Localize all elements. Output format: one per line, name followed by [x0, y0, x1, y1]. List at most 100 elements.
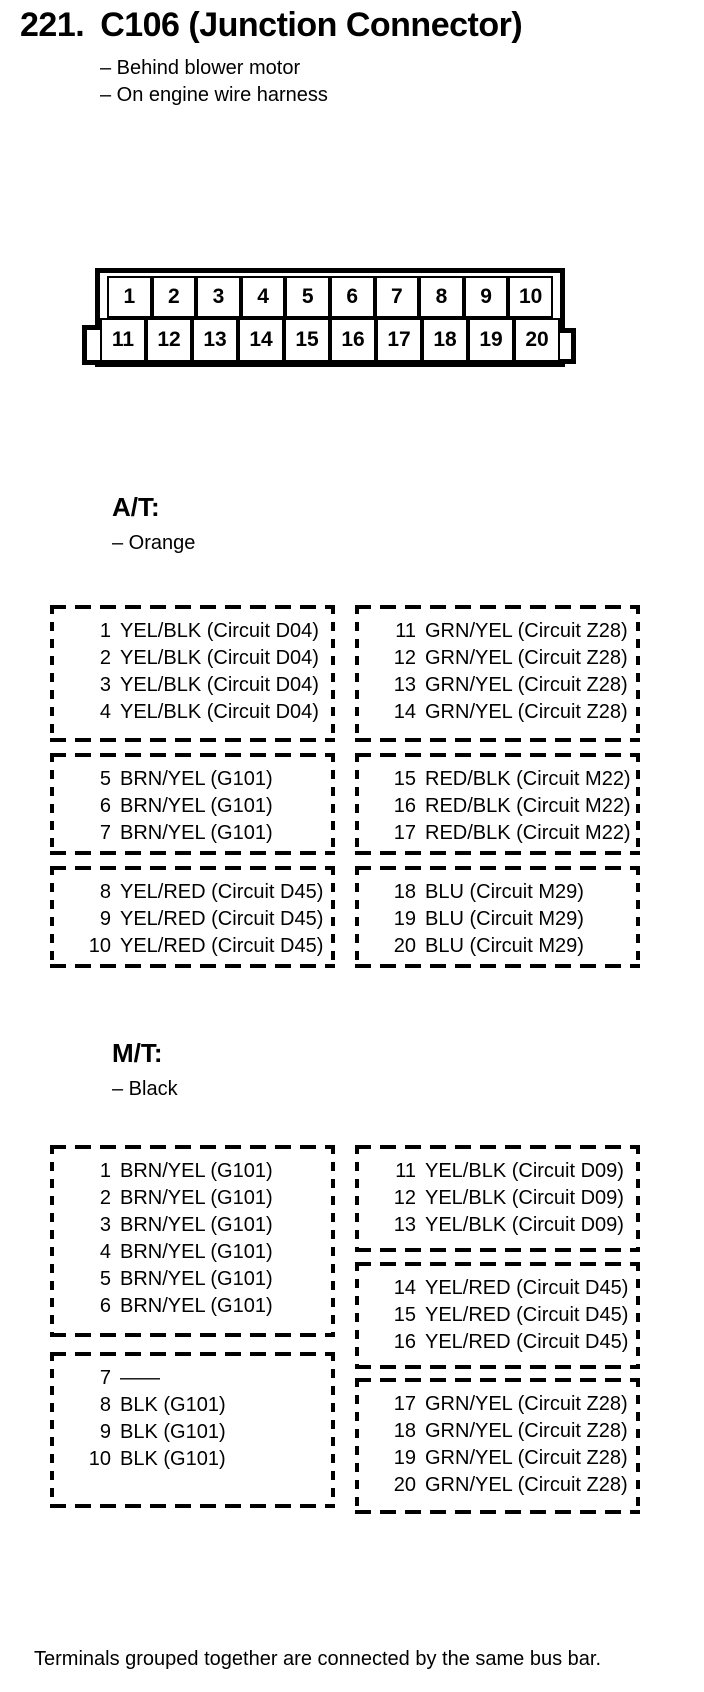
connector-pin-3: 3 — [196, 276, 241, 318]
terminal-row: 12 YEL/BLK (Circuit D09) — [389, 1185, 640, 1212]
terminal-label: BLK (G101) — [120, 1421, 226, 1443]
terminal-pin: 20 — [393, 1474, 416, 1496]
terminal-label: GRN/YEL (Circuit Z28) — [425, 1447, 628, 1469]
terminal-label: BRN/YEL (G101) — [120, 822, 273, 844]
terminal-pin: 17 — [393, 1393, 416, 1415]
terminal-row: 14 YEL/RED (Circuit D45) — [389, 1275, 640, 1302]
terminal-row: 4 YEL/BLK (Circuit D04) — [84, 699, 335, 726]
location-notes: – Behind blower motor – On engine wire h… — [100, 55, 328, 109]
terminal-label: BRN/YEL (G101) — [120, 795, 273, 817]
terminal-label: BLK (G101) — [120, 1394, 226, 1416]
terminal-row: 5 BRN/YEL (G101) — [84, 1266, 335, 1293]
terminal-pin: 15 — [393, 768, 416, 790]
connector-right-tab — [560, 328, 576, 364]
connector-pin-9: 9 — [463, 276, 509, 318]
terminal-label: GRN/YEL (Circuit Z28) — [425, 1474, 628, 1496]
terminal-label: BLU (Circuit M29) — [425, 881, 584, 903]
terminal-row: 9 YEL/RED (Circuit D45) — [84, 906, 335, 933]
terminal-label: YEL/BLK (Circuit D04) — [120, 701, 319, 723]
connector-pin-6: 6 — [329, 276, 375, 318]
item-number: 221. — [20, 6, 85, 44]
terminal-pin: 13 — [393, 1214, 416, 1236]
terminal-pin: 10 — [88, 935, 111, 957]
connector-pin-5: 5 — [285, 276, 330, 318]
terminal-pin: 14 — [393, 701, 416, 723]
connector-pin-11: 11 — [100, 318, 146, 362]
terminal-pin: 16 — [393, 795, 416, 817]
terminal-pin: 7 — [99, 822, 111, 844]
terminal-pin: 4 — [99, 1241, 111, 1263]
terminal-pin: 1 — [99, 620, 111, 642]
terminal-pin: 12 — [393, 647, 416, 669]
terminal-pin: 11 — [395, 1160, 416, 1182]
terminal-label: BRN/YEL (G101) — [120, 1160, 273, 1182]
terminal-pin: 9 — [99, 908, 111, 930]
connector-pin-15: 15 — [284, 318, 330, 362]
terminal-row: 7 BRN/YEL (G101) — [84, 820, 335, 847]
terminal-pin: 14 — [393, 1277, 416, 1299]
connector-pin-18: 18 — [422, 318, 468, 362]
terminal-pin: 13 — [393, 674, 416, 696]
terminal-pin: 18 — [393, 1420, 416, 1442]
terminal-pin: 10 — [88, 1448, 111, 1470]
terminal-pin: 17 — [393, 822, 416, 844]
connector-pin-17: 17 — [376, 318, 422, 362]
terminal-row: 12 GRN/YEL (Circuit Z28) — [389, 645, 640, 672]
terminal-label: YEL/BLK (Circuit D04) — [120, 674, 319, 696]
terminal-label: YEL/BLK (Circuit D09) — [425, 1187, 624, 1209]
section-heading-mt: M/T: — [112, 1038, 163, 1068]
location-note: – On engine wire harness — [100, 84, 328, 106]
terminal-pin: 15 — [393, 1304, 416, 1326]
terminal-label: BRN/YEL (G101) — [120, 1295, 273, 1317]
terminal-pin: 1 — [99, 1160, 111, 1182]
terminal-label: —— — [120, 1367, 160, 1389]
terminal-pin: 3 — [99, 674, 111, 696]
terminal-label: BRN/YEL (G101) — [120, 1268, 273, 1290]
terminal-pin: 9 — [99, 1421, 111, 1443]
terminal-pin: 3 — [99, 1214, 111, 1236]
terminal-pin: 12 — [393, 1187, 416, 1209]
connector-title: C106 (Junction Connector) — [100, 6, 523, 44]
terminal-row: 10 BLK (G101) — [84, 1446, 335, 1473]
terminal-pin: 4 — [99, 701, 111, 723]
location-note: – Behind blower motor — [100, 57, 301, 79]
terminal-label: BLU (Circuit M29) — [425, 908, 584, 930]
terminal-row: 3 YEL/BLK (Circuit D04) — [84, 672, 335, 699]
terminal-label: BRN/YEL (G101) — [120, 1241, 273, 1263]
connector-pin-19: 19 — [468, 318, 514, 362]
terminal-pin: 2 — [99, 647, 111, 669]
connector-pin-20: 20 — [514, 318, 560, 362]
terminal-pin: 5 — [99, 768, 111, 790]
terminal-label: BLK (G101) — [120, 1448, 226, 1470]
terminal-pin: 18 — [393, 881, 416, 903]
terminal-label: BRN/YEL (G101) — [120, 1187, 273, 1209]
terminal-row: 18 BLU (Circuit M29) — [389, 879, 640, 906]
terminal-row: 9 BLK (G101) — [84, 1419, 335, 1446]
terminal-label: GRN/YEL (Circuit Z28) — [425, 647, 628, 669]
section-heading-at: A/T: — [112, 492, 160, 522]
connector-pin-2: 2 — [151, 276, 197, 318]
terminal-pin: 5 — [99, 1268, 111, 1290]
connector-pin-8: 8 — [419, 276, 464, 318]
terminal-label: YEL/RED (Circuit D45) — [425, 1277, 629, 1299]
terminal-label: YEL/RED (Circuit D45) — [120, 908, 324, 930]
footer-note: Terminals grouped together are connected… — [34, 1648, 602, 1670]
